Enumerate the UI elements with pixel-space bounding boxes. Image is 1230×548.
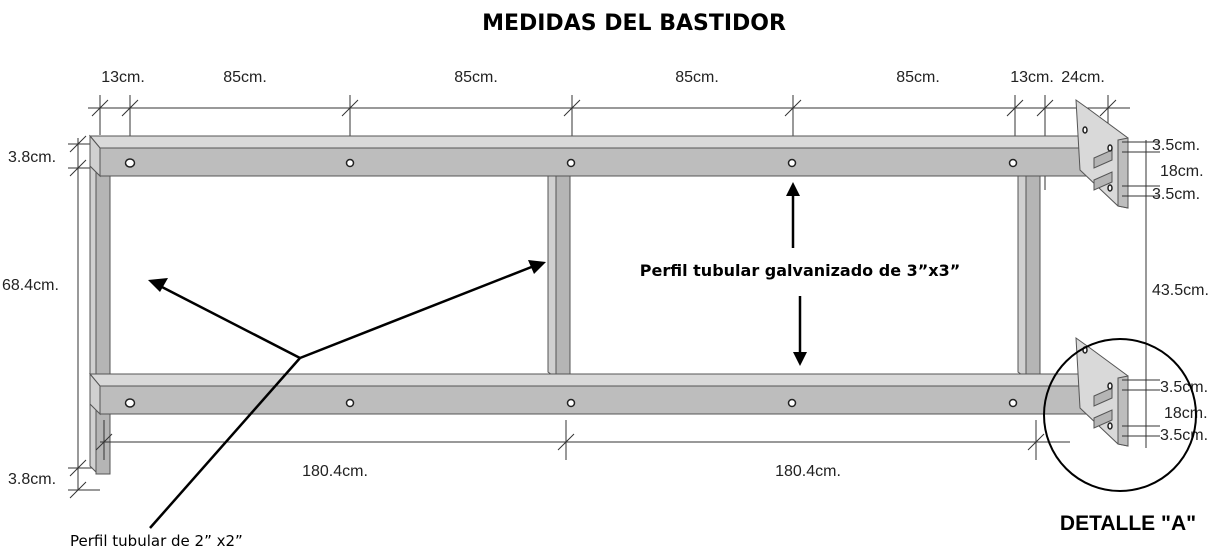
- left-dimension-line: [68, 135, 100, 499]
- left-dim-top: 3.8cm.: [8, 149, 56, 166]
- top-dim-2: 85cm.: [223, 69, 267, 86]
- detail-label: DETALLE "A": [1060, 512, 1196, 535]
- right-dim-upper-3: 3.5cm.: [1152, 186, 1200, 203]
- tubular-arrows: [148, 260, 546, 529]
- galvanized-label: Perfil tubular galvanizado de 3”x3”: [640, 261, 960, 280]
- left-dim-bottom: 3.8cm.: [8, 471, 56, 488]
- frame-structure: [88, 98, 1129, 475]
- right-dim-upper-1: 3.5cm.: [1152, 137, 1200, 154]
- galvanized-arrows: [786, 182, 807, 366]
- top-dimension-line: [88, 95, 1130, 190]
- top-dim-1: 13cm.: [101, 69, 145, 86]
- bottom-dim-right: 180.4cm.: [775, 463, 841, 480]
- top-dim-7: 24cm.: [1061, 69, 1105, 86]
- right-dimension-line: [1122, 140, 1160, 448]
- bottom-dim-left: 180.4cm.: [302, 463, 368, 480]
- right-dim-lower-3: 3.5cm.: [1160, 427, 1208, 444]
- right-dim-lower-1: 3.5cm.: [1160, 379, 1208, 396]
- right-dim-middle: 43.5cm.: [1152, 282, 1209, 299]
- top-dim-4: 85cm.: [675, 69, 719, 86]
- right-dim-lower-2: 18cm.: [1164, 405, 1208, 422]
- left-dim-height: 68.4cm.: [2, 277, 59, 294]
- top-dim-5: 85cm.: [896, 69, 940, 86]
- top-dim-3: 85cm.: [454, 69, 498, 86]
- bottom-dimension-line: [95, 420, 1070, 460]
- tubular-label: Perfil tubular de 2” x2”: [70, 532, 243, 548]
- diagram-title: MEDIDAS DEL BASTIDOR: [482, 11, 786, 36]
- right-dim-upper-2: 18cm.: [1160, 163, 1204, 180]
- detail-circle: [1043, 338, 1197, 492]
- top-dim-6: 13cm.: [1010, 69, 1054, 86]
